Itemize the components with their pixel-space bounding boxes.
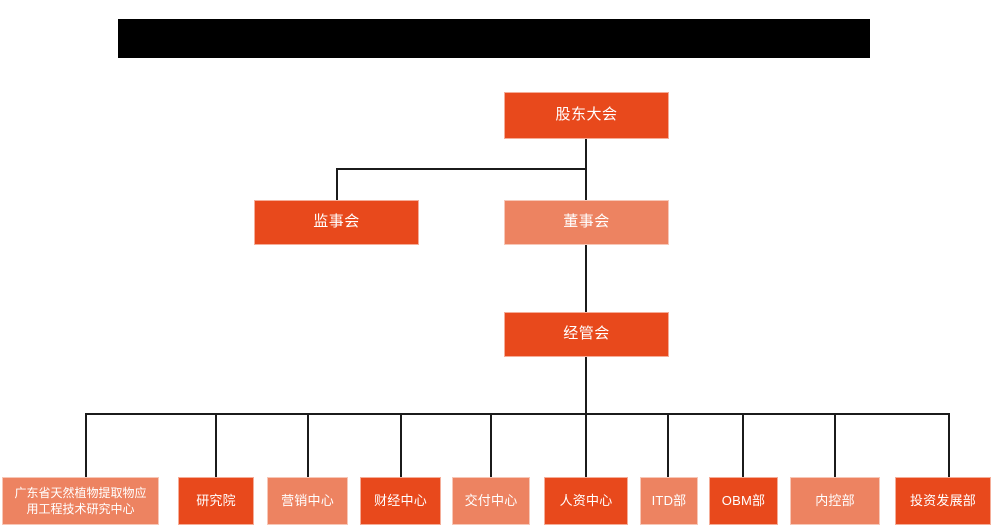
node-marketing-center-label: 营销中心 (281, 492, 334, 508)
node-internal-control-dept-label: 内控部 (815, 492, 855, 508)
node-obm-dept[interactable]: OBM部 (709, 477, 778, 525)
node-gd-research-center-label-line2: 用工程技术研究中心 (26, 502, 135, 516)
connector-level4-bus (85, 413, 950, 415)
node-supervisors[interactable]: 监事会 (254, 200, 419, 245)
node-research-institute[interactable]: 研究院 (178, 477, 254, 525)
connector-supervisors-drop (336, 168, 338, 201)
node-gd-research-center[interactable]: 广东省天然植物提取物应 用工程技术研究中心 (2, 477, 159, 525)
connector-drop-delivery-center (490, 413, 492, 477)
node-itd-dept-label: ITD部 (651, 492, 687, 508)
node-investment-development-dept-label: 投资发展部 (909, 492, 976, 508)
node-research-institute-label: 研究院 (196, 492, 236, 508)
node-finance-center-label: 财经中心 (374, 492, 427, 508)
node-directors-label: 董事会 (563, 213, 610, 231)
connector-drop-obm-dept (742, 413, 744, 477)
connector-drop-internal-control-dept (834, 413, 836, 477)
node-investment-development-dept[interactable]: 投资发展部 (895, 477, 991, 525)
node-directors[interactable]: 董事会 (504, 200, 669, 245)
connector-drop-gd-research-center (85, 413, 87, 477)
node-obm-dept-label: OBM部 (721, 492, 766, 508)
connector-management-down (585, 356, 587, 414)
node-internal-control-dept[interactable]: 内控部 (790, 477, 880, 525)
node-management[interactable]: 经管会 (504, 312, 669, 357)
connector-level2-bus (336, 168, 587, 170)
node-itd-dept[interactable]: ITD部 (640, 477, 698, 525)
node-supervisors-label: 监事会 (313, 213, 360, 231)
connector-directors-to-management (585, 244, 587, 313)
connector-drop-finance-center (400, 413, 402, 477)
node-shareholders[interactable]: 股东大会 (504, 92, 669, 139)
node-hr-center[interactable]: 人资中心 (544, 477, 628, 525)
node-management-label: 经管会 (563, 325, 610, 343)
node-gd-research-center-label: 广东省天然植物提取物应 用工程技术研究中心 (14, 485, 146, 517)
connector-shareholders-down (585, 138, 587, 169)
redacted-title-banner (118, 19, 870, 58)
connector-drop-itd-dept (667, 413, 669, 477)
node-delivery-center[interactable]: 交付中心 (452, 477, 530, 525)
connector-directors-drop (585, 168, 587, 201)
connector-drop-investment-development-dept (948, 413, 950, 477)
node-shareholders-label: 股东大会 (555, 106, 618, 124)
node-gd-research-center-label-line1: 广东省天然植物提取物应 (14, 485, 147, 500)
connector-drop-marketing-center (307, 413, 309, 477)
node-delivery-center-label: 交付中心 (464, 492, 518, 508)
node-marketing-center[interactable]: 营销中心 (267, 477, 348, 525)
node-finance-center[interactable]: 财经中心 (360, 477, 441, 525)
node-hr-center-label: 人资中心 (559, 492, 613, 508)
connector-drop-research-institute (215, 413, 217, 477)
connector-drop-hr-center (585, 413, 587, 477)
